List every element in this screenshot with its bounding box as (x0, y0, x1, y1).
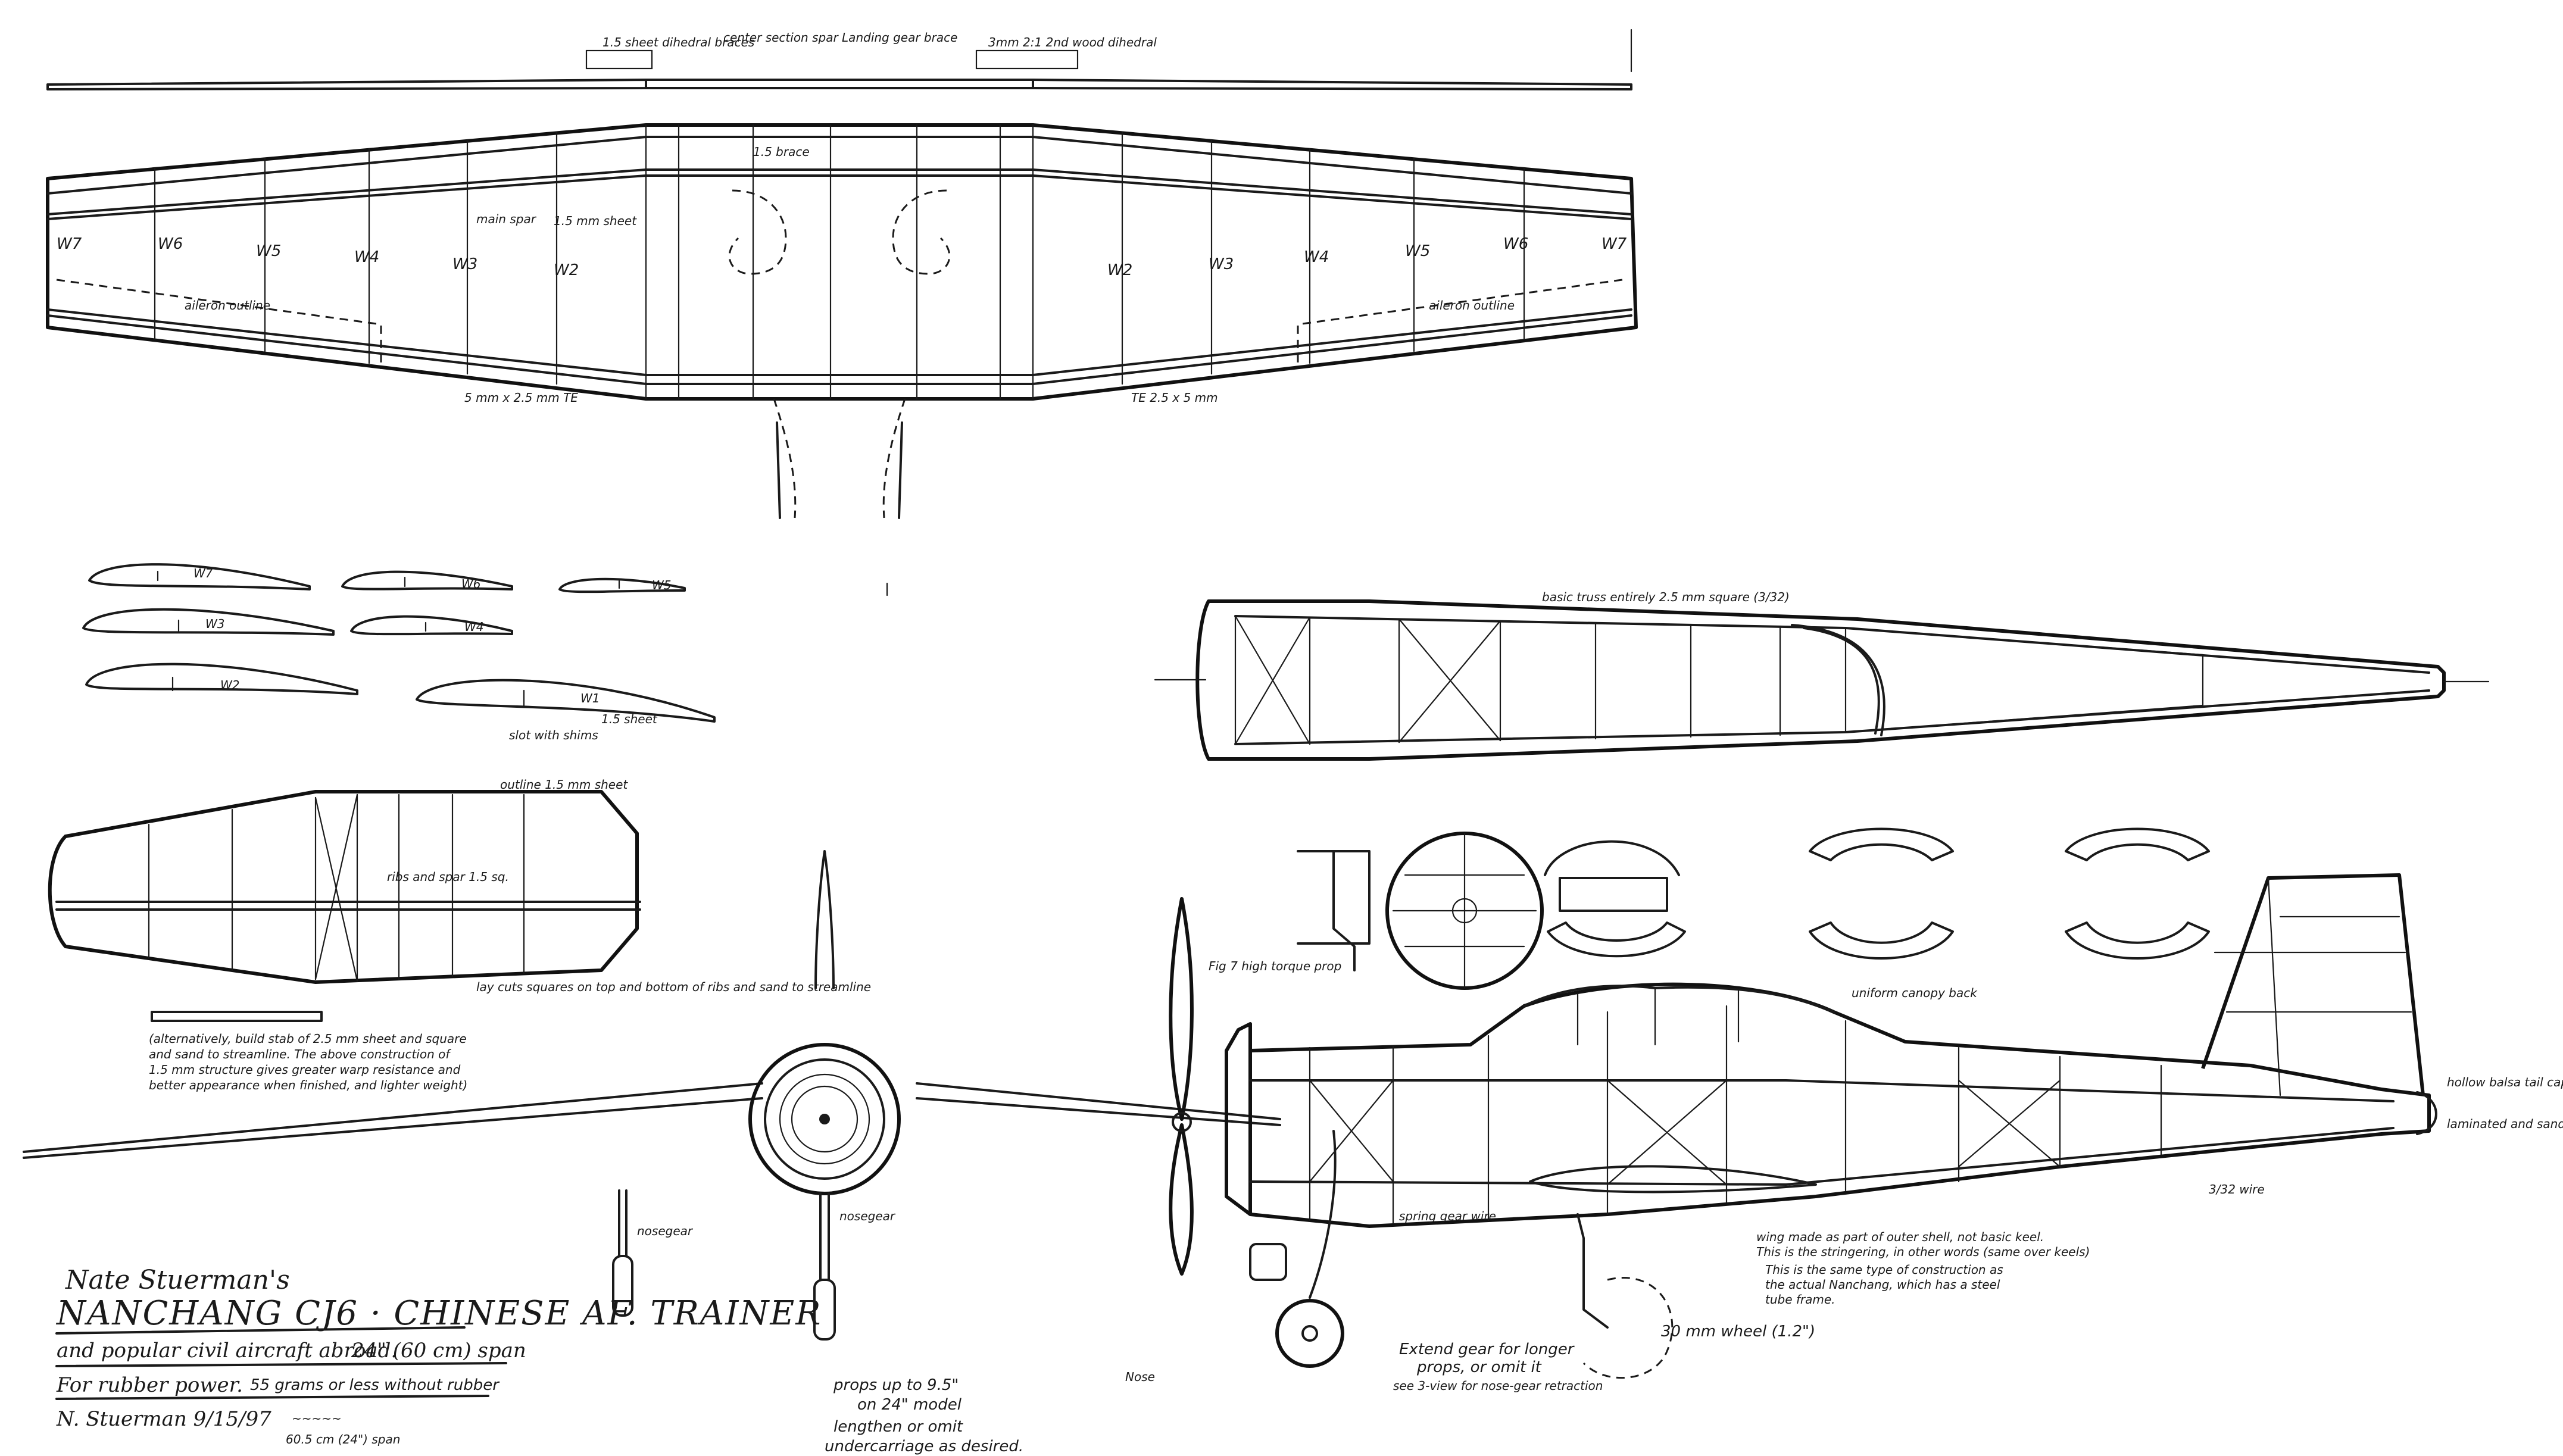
title-power: For rubber power. (56, 1373, 243, 1397)
note-sheet: 1.5 mm sheet (554, 214, 637, 228)
note-stab-ribs: ribs and spar 1.5 sq. (387, 870, 509, 884)
note-wheel: 30 mm wheel (1.2") (1661, 1323, 1815, 1341)
note-props: on 24" model (857, 1396, 962, 1414)
label-nose: Nose (1125, 1370, 1155, 1384)
note-nosegear-left: nosegear (637, 1224, 694, 1238)
signature-mark: ~~~~~ (292, 1411, 342, 1426)
note-dihedral-left: 1.5 sheet dihedral braces (602, 35, 754, 49)
rib-label: W2 (554, 261, 579, 279)
rib-label: W4 (354, 248, 379, 266)
rib-label: W6 (158, 235, 183, 253)
airfoil-sections: W7 W6 W5 W3 W4 W2 W1 1.5 sheet slot with… (82, 563, 716, 742)
rib-label: W5 (256, 242, 281, 260)
fuselage-top-view: basic truss entirely 2.5 mm square (3/32… (1154, 590, 2490, 761)
former-sections (1297, 827, 2210, 990)
note-gear: see 3-view for nose-gear retraction (1393, 1379, 1603, 1393)
note-lengthen: lengthen or omit (833, 1418, 963, 1436)
note-basic-truss: basic truss entirely 2.5 mm square (3/32… (1542, 590, 1790, 604)
note-gear: Extend gear for longer (1399, 1341, 1575, 1358)
note-wing-shell: wing made as part of outer shell, not ba… (1756, 1230, 2044, 1244)
dim-te-left: 5 mm x 2.5 mm TE (464, 390, 578, 405)
wing-front-edge-view: 1.5 sheet dihedral braces center section… (46, 30, 1632, 90)
rib-label: W4 (1304, 248, 1329, 266)
title-line2: and popular civil aircraft abroad. (57, 1339, 397, 1363)
rib-label: W7 (57, 235, 82, 253)
note-stab-outline: outline 1.5 mm sheet (500, 777, 628, 792)
airfoil-label: W4 (464, 620, 484, 634)
title-designer: Nate Stuerman's (65, 1265, 290, 1295)
note-canopy: uniform canopy back (1852, 986, 1978, 1000)
rib-label: W5 (1405, 242, 1430, 260)
rib-label: W7 (1602, 235, 1627, 253)
span-note: 60.5 cm (24") span (286, 1432, 400, 1446)
fuselage-side-view: uniform canopy back Fig 7 high torque pr… (1125, 873, 2563, 1393)
note-wing-shell: the actual Nanchang, which has a steel (1765, 1277, 2000, 1292)
title-block: Nate Stuerman's NANCHANG CJ6 · CHINESE A… (55, 1265, 822, 1446)
note-gear-wire: spring gear wire (1399, 1209, 1496, 1223)
note-high-torque-prop: Fig 7 high torque prop (1209, 959, 1341, 973)
rib-label: W3 (1209, 255, 1234, 273)
airfoil-label: W6 (461, 577, 481, 591)
note-center-spar: center section spar Landing gear brace (723, 30, 957, 45)
note-main-spar: main spar (476, 212, 537, 226)
note-alt-construction: 1.5 mm structure gives greater warp resi… (149, 1063, 461, 1077)
title-main: NANCHANG CJ6 · CHINESE AF. TRAINER (55, 1294, 822, 1333)
rib-label: W2 (1107, 261, 1132, 279)
airfoil-label: W1 (580, 691, 600, 705)
note-wing-shell: This is the same type of construction as (1765, 1263, 2003, 1277)
airfoil-label: W5 (652, 578, 672, 592)
note-rib-cuts: lay cuts squares on top and bottom of ri… (476, 980, 871, 994)
note-tail-laminated: laminated and sanded round (2447, 1117, 2563, 1131)
note-alt-construction: and sand to streamline. The above constr… (149, 1047, 451, 1061)
note-wing-shell: This is the stringering, in other words … (1756, 1245, 2090, 1259)
rib-label: W3 (452, 255, 477, 273)
note-skid: 3/32 wire (2209, 1182, 2265, 1196)
note-wing-shell: tube frame. (1765, 1292, 1835, 1307)
title-span: 24" (60 cm) span (351, 1339, 526, 1363)
note-airfoil-sheet: 1.5 sheet (601, 712, 658, 726)
note-brace: 1.5 brace (753, 145, 810, 159)
note-alt-construction: better appearance when finished, and lig… (149, 1078, 467, 1092)
note-aileron-left: aileron outline (185, 298, 270, 313)
airfoil-label: W7 (193, 566, 213, 580)
note-tail-cap: hollow balsa tail cap (2447, 1075, 2563, 1089)
note-aileron-right: aileron outline (1429, 298, 1515, 313)
note-lengthen: undercarriage as desired. (825, 1438, 1023, 1455)
airfoil-label: W2 (220, 678, 240, 692)
note-nosegear-right: nosegear (839, 1209, 896, 1223)
signature: N. Stuerman 9/15/97 (56, 1407, 271, 1431)
dim-te-right: TE 2.5 x 5 mm (1131, 390, 1218, 405)
airfoil-label: W3 (205, 617, 225, 631)
front-view: nosegear nosegear props up to 9.5" on 24… (23, 850, 1281, 1455)
note-gear: props, or omit it (1416, 1358, 1542, 1376)
note-dihedral-right: 3mm 2:1 2nd wood dihedral (988, 35, 1157, 49)
note-alt-construction: (alternatively, build stab of 2.5 mm she… (149, 1032, 467, 1046)
note-props: props up to 9.5" (833, 1376, 959, 1394)
rib-label: W6 (1503, 235, 1528, 253)
wing-plan-view: W7 W6 W5 W4 W3 W2 W2 W3 W4 W5 W6 W7 main… (46, 123, 1638, 519)
title-weight: 55 grams or less without rubber (250, 1376, 500, 1394)
note-airfoil-slot: slot with shims (509, 728, 598, 742)
stabilizer-plan-view: outline 1.5 mm sheet ribs and spar 1.5 s… (48, 777, 871, 1092)
